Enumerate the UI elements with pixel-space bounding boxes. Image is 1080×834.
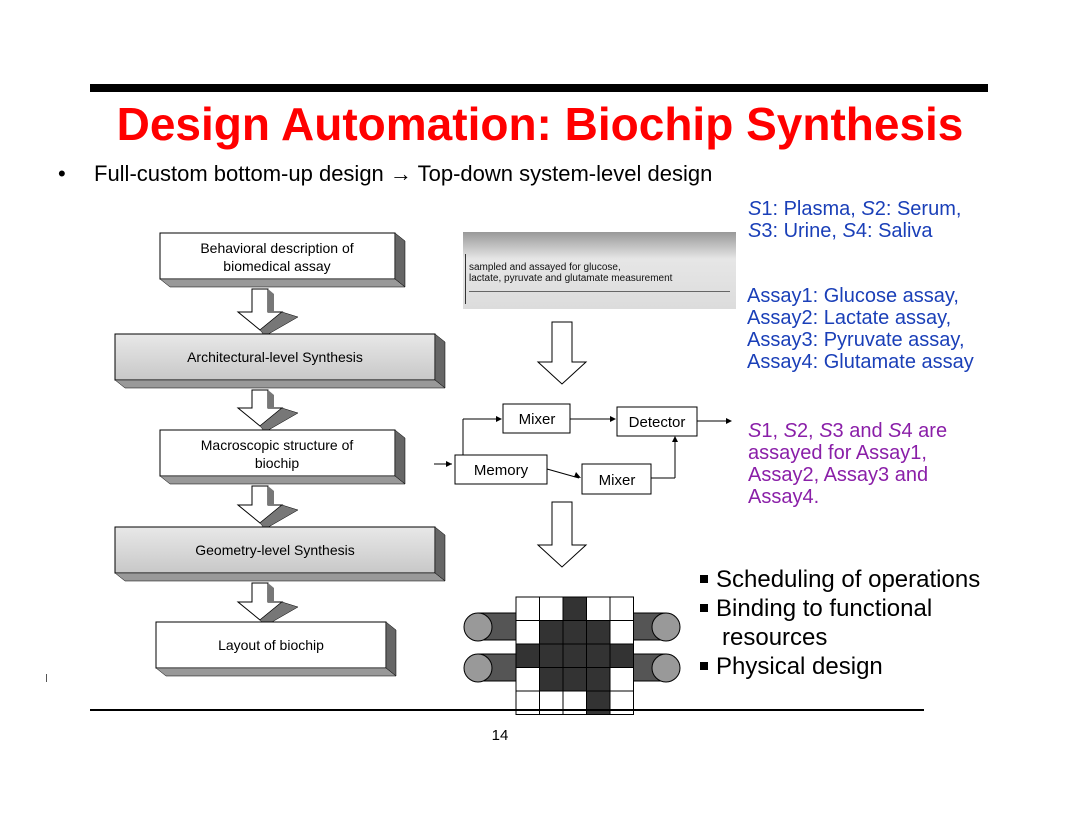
slide-title: Design Automation: Biochip Synthesis [116,98,964,150]
caption-line-2: lactate, pyruvate and glutamate measurem… [469,273,673,284]
electrode-cell [562,596,587,621]
electrode-cell [515,667,540,692]
square-bullet-icon [700,574,708,583]
electrode-cell [515,596,540,621]
samples-legend: S1: Plasma, S2: Serum, S3: Urine, S4: Sa… [748,198,961,242]
electrode-grid [515,596,634,715]
electrode-cell [586,667,611,692]
assay-item: Assay3: Pyruvate assay, [747,329,965,351]
statement-line: S1, S2, S3 and S4 are [748,420,948,442]
flow-arrow-1 [236,288,299,337]
memory-label: Memory [474,462,529,479]
step3-line1: Macroscopic structure of [201,437,354,453]
assay-item: Assay1: Glucose assay, [747,285,959,307]
electrode-cell [562,643,587,668]
statement-line: Assay2, Assay3 and [748,464,929,486]
flow-step-architectural [114,333,446,389]
electrode-cell [586,620,611,645]
electrode-cell [515,643,540,668]
electrode-cell [609,690,634,715]
electrode-cell [609,667,634,692]
assay-statement: S1, S2, S3 and S4 are assayed for Assay1… [748,420,947,508]
electrode-cell [539,643,564,668]
electrode-cell [609,596,634,621]
task-item: Physical design [700,652,980,681]
structure-schematic [434,403,732,495]
middle-arrow-top [536,321,588,385]
electrode-cell [609,643,634,668]
bullet-dot: • [58,161,66,186]
subtitle-text: Full-custom bottom-up design → Top-down … [94,161,713,186]
electrode-cell [515,620,540,645]
assay-item: Assay2: Lactate assay, [747,307,952,329]
caption-rule [469,291,730,292]
electrode-cell [586,596,611,621]
samples-line-1: S1: Plasma, S2: Serum, [748,198,962,220]
step1-line1: Behavioral description of [200,240,353,256]
statement-line: Assay4. [748,486,820,508]
task-item: Binding to functional [700,594,980,623]
flow-step-behavioral [159,232,406,288]
mixer-top-label: Mixer [519,411,556,428]
electrode-cell [562,620,587,645]
subtitle-bullet: • Full-custom bottom-up design → Top-down… [58,160,712,188]
square-bullet-icon [700,661,708,670]
synthesis-tasks-list: Scheduling of operations Binding to func… [700,565,980,681]
bottom-rule [90,709,924,711]
middle-arrow-bottom [536,501,588,568]
task-item: Scheduling of operations [700,565,980,594]
assay-sample-image: sampled and assayed for glucose, lactate… [463,232,736,309]
square-bullet-icon [700,603,708,612]
electrode-cell [586,643,611,668]
flow-arrow-2 [236,389,299,433]
statement-line: assayed for Assay1, [748,442,927,464]
step4-label: Geometry-level Synthesis [195,542,355,558]
mixer-bottom-label: Mixer [599,472,636,489]
electrode-cell [539,620,564,645]
step3-line2: biochip [255,455,300,471]
step5-label: Layout of biochip [218,637,324,653]
detector-label: Detector [629,414,686,431]
slide-edge-mark [46,674,47,682]
page-number: 14 [491,727,509,744]
assay-item: Assay4: Glutamate assay [747,351,974,373]
task-item-continued: resources [722,624,828,651]
top-rule [90,84,988,92]
electrode-cell [562,667,587,692]
electrode-cell [609,620,634,645]
biochip-layout [463,596,681,715]
flow-step-macroscopic [159,429,406,485]
flow-arrow-4 [236,582,299,627]
flow-step-geometry [114,526,446,582]
assay-image-caption: sampled and assayed for glucose, lactate… [469,262,672,284]
flow-arrow-3 [236,485,299,530]
assays-legend: Assay1: Glucose assay, Assay2: Lactate a… [747,285,974,373]
flow-step-layout [155,621,397,677]
step2-label: Architectural-level Synthesis [187,349,363,365]
electrode-cell [539,667,564,692]
step1-line2: biomedical assay [223,258,330,274]
caption-line-1: sampled and assayed for glucose, [469,262,621,273]
electrode-cell [539,596,564,621]
image-edge-line [465,254,466,304]
samples-line-2: S3: Urine, S4: Saliva [748,220,933,242]
